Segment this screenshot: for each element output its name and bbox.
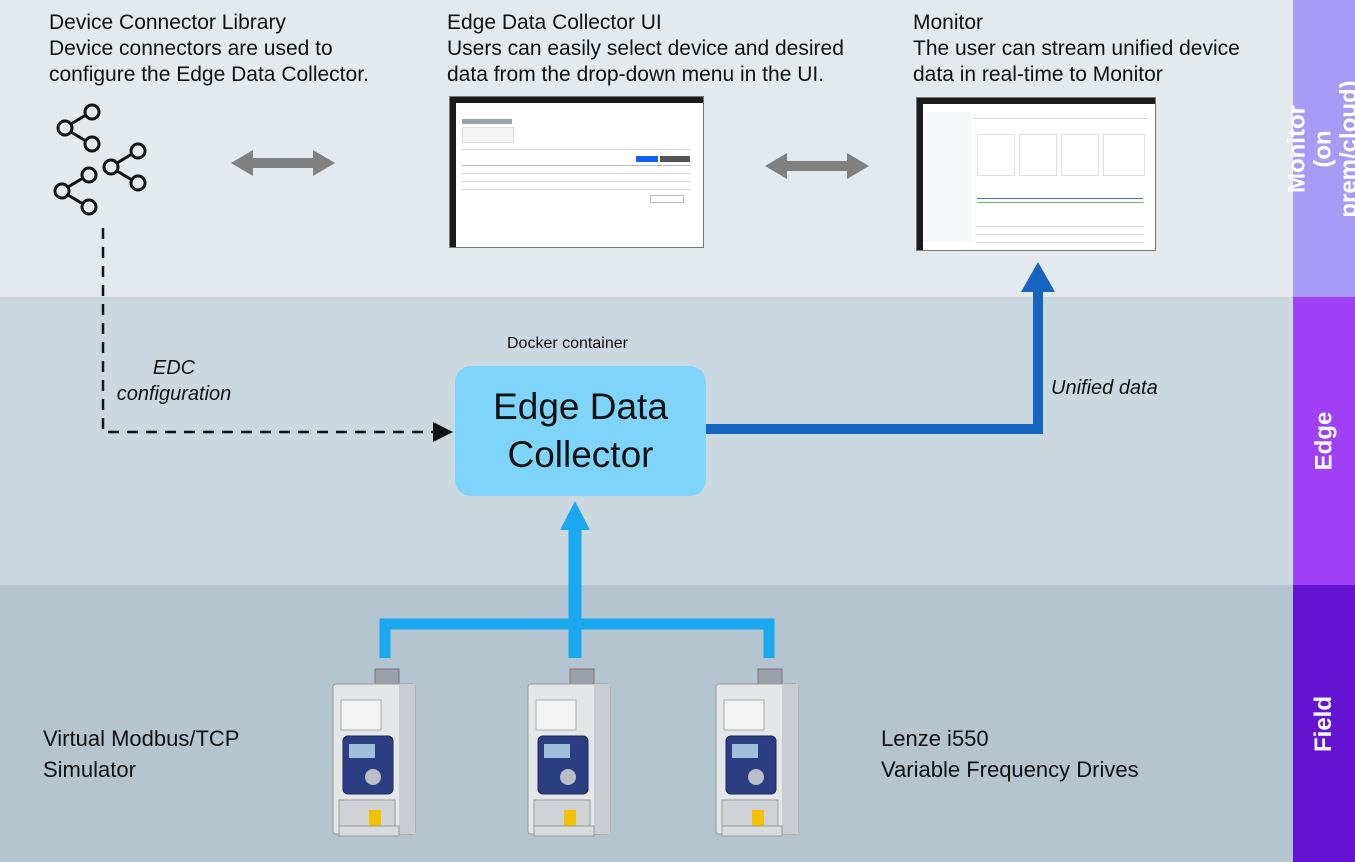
edge-side-label: Edge <box>1293 297 1355 585</box>
vfd-drive-icon <box>527 668 611 837</box>
share-icon <box>56 103 101 153</box>
monitor-band-label: Monitor (on prem/cloud) <box>1284 79 1355 218</box>
library-description: Device connectors are used to configure … <box>49 37 369 86</box>
drives-group <box>332 668 799 837</box>
connector-overlay <box>53 103 1055 837</box>
field-band-label: Field <box>1309 695 1337 752</box>
monitor-description: The user can stream unified device data … <box>913 37 1240 86</box>
edge-band-label: Edge <box>1310 411 1337 471</box>
lenze-drives-label: Lenze i550 Variable Frequency Drives <box>881 726 1139 782</box>
edc-ui-description: Users can easily select device and desir… <box>447 37 844 86</box>
edge-data-collector-label: Edge Data Collector <box>493 386 668 475</box>
field-side-label: Field <box>1293 585 1355 862</box>
monitor-side-label: Monitor (on prem/cloud) <box>1284 0 1355 297</box>
monitor-title: Monitor <box>913 11 984 34</box>
library-title: Device Connector Library <box>49 11 286 34</box>
edc-ui-block: Edge Data Collector UI Users can easily … <box>447 10 844 88</box>
share-icon <box>53 166 98 216</box>
unified-data-label: Unified data <box>1051 377 1158 399</box>
edc-ui-screenshot <box>449 96 704 248</box>
field-band <box>0 585 1293 862</box>
library-block: Device Connector Library Device connecto… <box>49 10 369 88</box>
field-data-arrow <box>379 501 775 658</box>
ui-monitor-double-arrow <box>765 153 869 179</box>
vfd-drive-icon <box>332 668 416 837</box>
edc-ui-title: Edge Data Collector UI <box>447 11 662 34</box>
edge-data-collector-box: Edge Data Collector <box>455 366 706 496</box>
vfd-drive-icon <box>715 668 799 837</box>
monitor-screenshot <box>916 97 1156 251</box>
config-dashed-arrow <box>101 228 453 442</box>
monitor-block: Monitor The user can stream unified devi… <box>913 10 1240 88</box>
edc-configuration-label: EDC configuration <box>116 357 232 405</box>
share-icon <box>102 142 147 192</box>
simulator-label: Virtual Modbus/TCP Simulator <box>43 726 240 782</box>
unified-data-arrow <box>706 262 1055 434</box>
docker-container-label: Docker container <box>507 335 628 352</box>
library-ui-double-arrow <box>231 150 335 176</box>
